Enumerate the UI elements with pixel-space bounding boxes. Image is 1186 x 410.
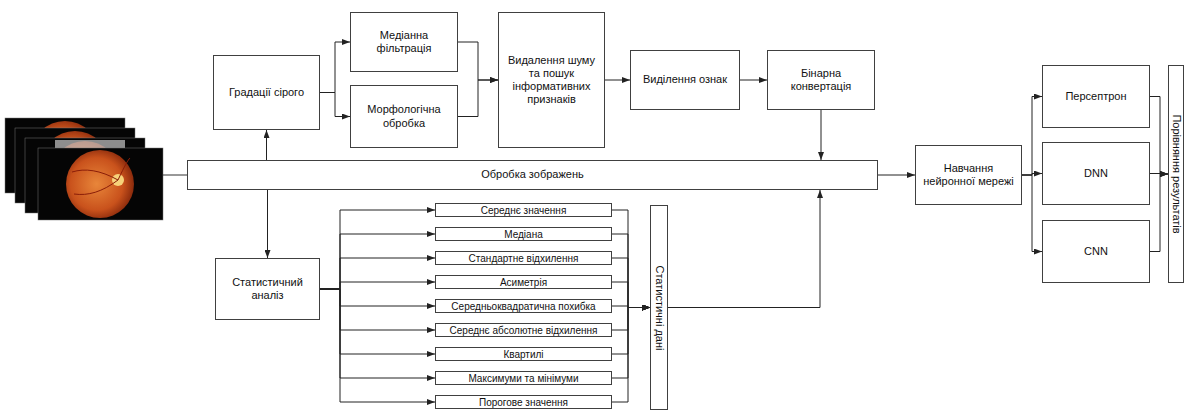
statistic-box: Середнє значення: [435, 203, 612, 217]
flow-arrow: [740, 80, 767, 81]
process-box: Градації сірого: [213, 55, 320, 130]
box-label: Видалення шуму та пошук інформативних пр…: [502, 54, 601, 107]
flow-arrow: [458, 42, 498, 80]
box-label: Медіана: [504, 229, 543, 240]
flow-arrow: [612, 234, 650, 308]
flow-arrow: [267, 190, 268, 258]
box-label: Медіанна фільтрація: [354, 29, 454, 55]
box-label: Градації сірого: [229, 86, 304, 99]
process-box: Бінарна конвертація: [767, 50, 875, 110]
model-box: Персептрон: [1042, 65, 1150, 128]
flow-arrow: [612, 308, 650, 403]
process-box: Видалення шуму та пошук інформативних пр…: [498, 12, 605, 148]
box-label: Статистичний аналіз: [219, 276, 316, 302]
flow-arrow: [668, 190, 820, 308]
flow-arrow: [320, 93, 350, 117]
box-label: CNN: [1084, 245, 1108, 258]
process-box: Навчання нейронної мережі: [915, 145, 1022, 205]
flow-arrow: [266, 130, 267, 160]
box-label: Обробка зображень: [481, 168, 583, 181]
statistic-box: Порогове значення: [435, 395, 612, 409]
flow-arrow: [1022, 97, 1042, 176]
flow-arrow: [612, 258, 650, 308]
flow-arrow: [878, 175, 915, 176]
process-box: Виділення ознак: [630, 50, 740, 110]
model-box: CNN: [1042, 220, 1150, 283]
result-band: Порівняння результатів: [1168, 65, 1184, 283]
feed-line: [163, 175, 187, 176]
fundus-image: [38, 148, 163, 220]
box-label: DNN: [1084, 167, 1108, 180]
box-label: Стандартне відхилення: [469, 253, 579, 264]
box-label: Порогове значення: [479, 397, 568, 408]
statistic-box: Стандартне відхилення: [435, 251, 612, 265]
box-label: Бінарна конвертація: [771, 67, 871, 93]
flow-arrow: [1150, 174, 1168, 252]
flow-arrow: [821, 110, 822, 160]
flow-arrow: [612, 210, 650, 308]
flow-arrow: [320, 42, 350, 93]
statistic-box: Середнє абсолютне відхилення: [435, 323, 612, 337]
flow-arrow: [612, 282, 650, 308]
flow-arrow: [320, 289, 435, 378]
box-label: Асиметрія: [500, 277, 547, 288]
flow-arrow: [320, 258, 435, 289]
band-label: Статистичні дані: [652, 265, 665, 350]
statistic-box: Максимуми та мінімуми: [435, 371, 612, 385]
box-label: Максимуми та мінімуми: [468, 373, 578, 384]
statistic-box: Середньоквадратична похибка: [435, 299, 612, 313]
process-box: Медіанна фільтрація: [350, 12, 458, 72]
box-label: Виділення ознак: [643, 73, 727, 86]
box-label: Середнє значення: [481, 205, 567, 216]
flow-arrow: [320, 289, 435, 402]
box-label: Навчання нейронної мережі: [919, 162, 1018, 188]
flow-arrow: [612, 308, 650, 355]
flow-arrow: [458, 80, 498, 117]
pipeline-band: Обробка зображень: [187, 160, 878, 190]
process-box: Морфологічна обробка: [350, 85, 458, 148]
flow-arrow: [1150, 97, 1168, 175]
flow-arrow: [320, 289, 435, 330]
box-label: Середньоквадратична похибка: [451, 301, 595, 312]
statistic-box: Медіана: [435, 227, 612, 241]
flow-arrow: [612, 308, 650, 331]
box-label: Морфологічна обробка: [354, 103, 454, 129]
model-box: DNN: [1042, 142, 1150, 205]
statistic-box: Асиметрія: [435, 275, 612, 289]
flow-arrow: [612, 308, 650, 379]
box-label: Персептрон: [1065, 90, 1126, 103]
band-label: Порівняння результатів: [1169, 114, 1182, 233]
data-band: Статистичні дані: [650, 205, 668, 410]
flow-arrow: [320, 282, 435, 289]
flow-arrow: [320, 289, 435, 354]
statistic-box: Квартилі: [435, 347, 612, 361]
flow-arrow: [320, 289, 435, 306]
flow-arrow: [1022, 175, 1042, 252]
flow-arrow: [320, 210, 435, 289]
flow-arrow: [605, 80, 630, 81]
flow-arrow: [320, 234, 435, 289]
process-box: Статистичний аналіз: [215, 258, 320, 320]
box-label: Квартилі: [503, 349, 543, 360]
box-label: Середнє абсолютне відхилення: [450, 325, 598, 336]
